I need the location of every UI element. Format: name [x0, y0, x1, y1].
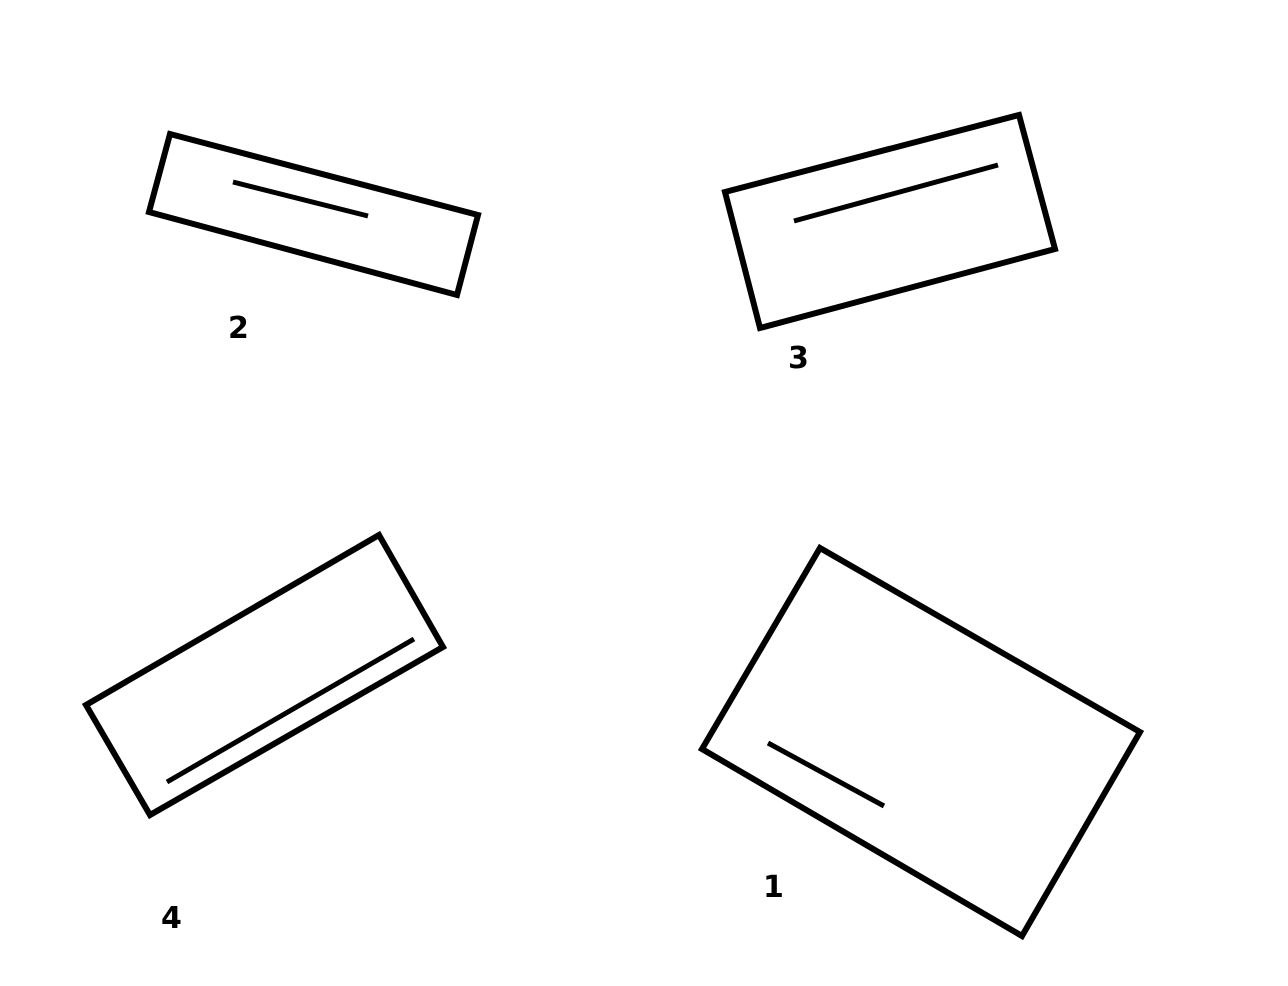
shape-3-rectangle [721, 111, 1059, 332]
shape-1-inner-line [766, 740, 886, 809]
shape-4-rectangle [81, 530, 448, 820]
shape-1: 1 [697, 543, 1145, 941]
shape-2-label: 2 [228, 311, 249, 346]
shape-3: 3 [721, 111, 1059, 376]
shape-2-rectangle [145, 130, 482, 299]
shape-4-inner-line [165, 636, 416, 785]
shape-2-inner-line [232, 179, 369, 219]
shape-3-label: 3 [788, 341, 809, 376]
shape-2: 2 [145, 130, 482, 346]
shape-1-label: 1 [763, 870, 784, 905]
shape-4: 4 [81, 530, 448, 936]
shape-1-rectangle [697, 543, 1145, 941]
shape-3-inner-line [793, 162, 999, 224]
shape-4-label: 4 [161, 901, 182, 936]
